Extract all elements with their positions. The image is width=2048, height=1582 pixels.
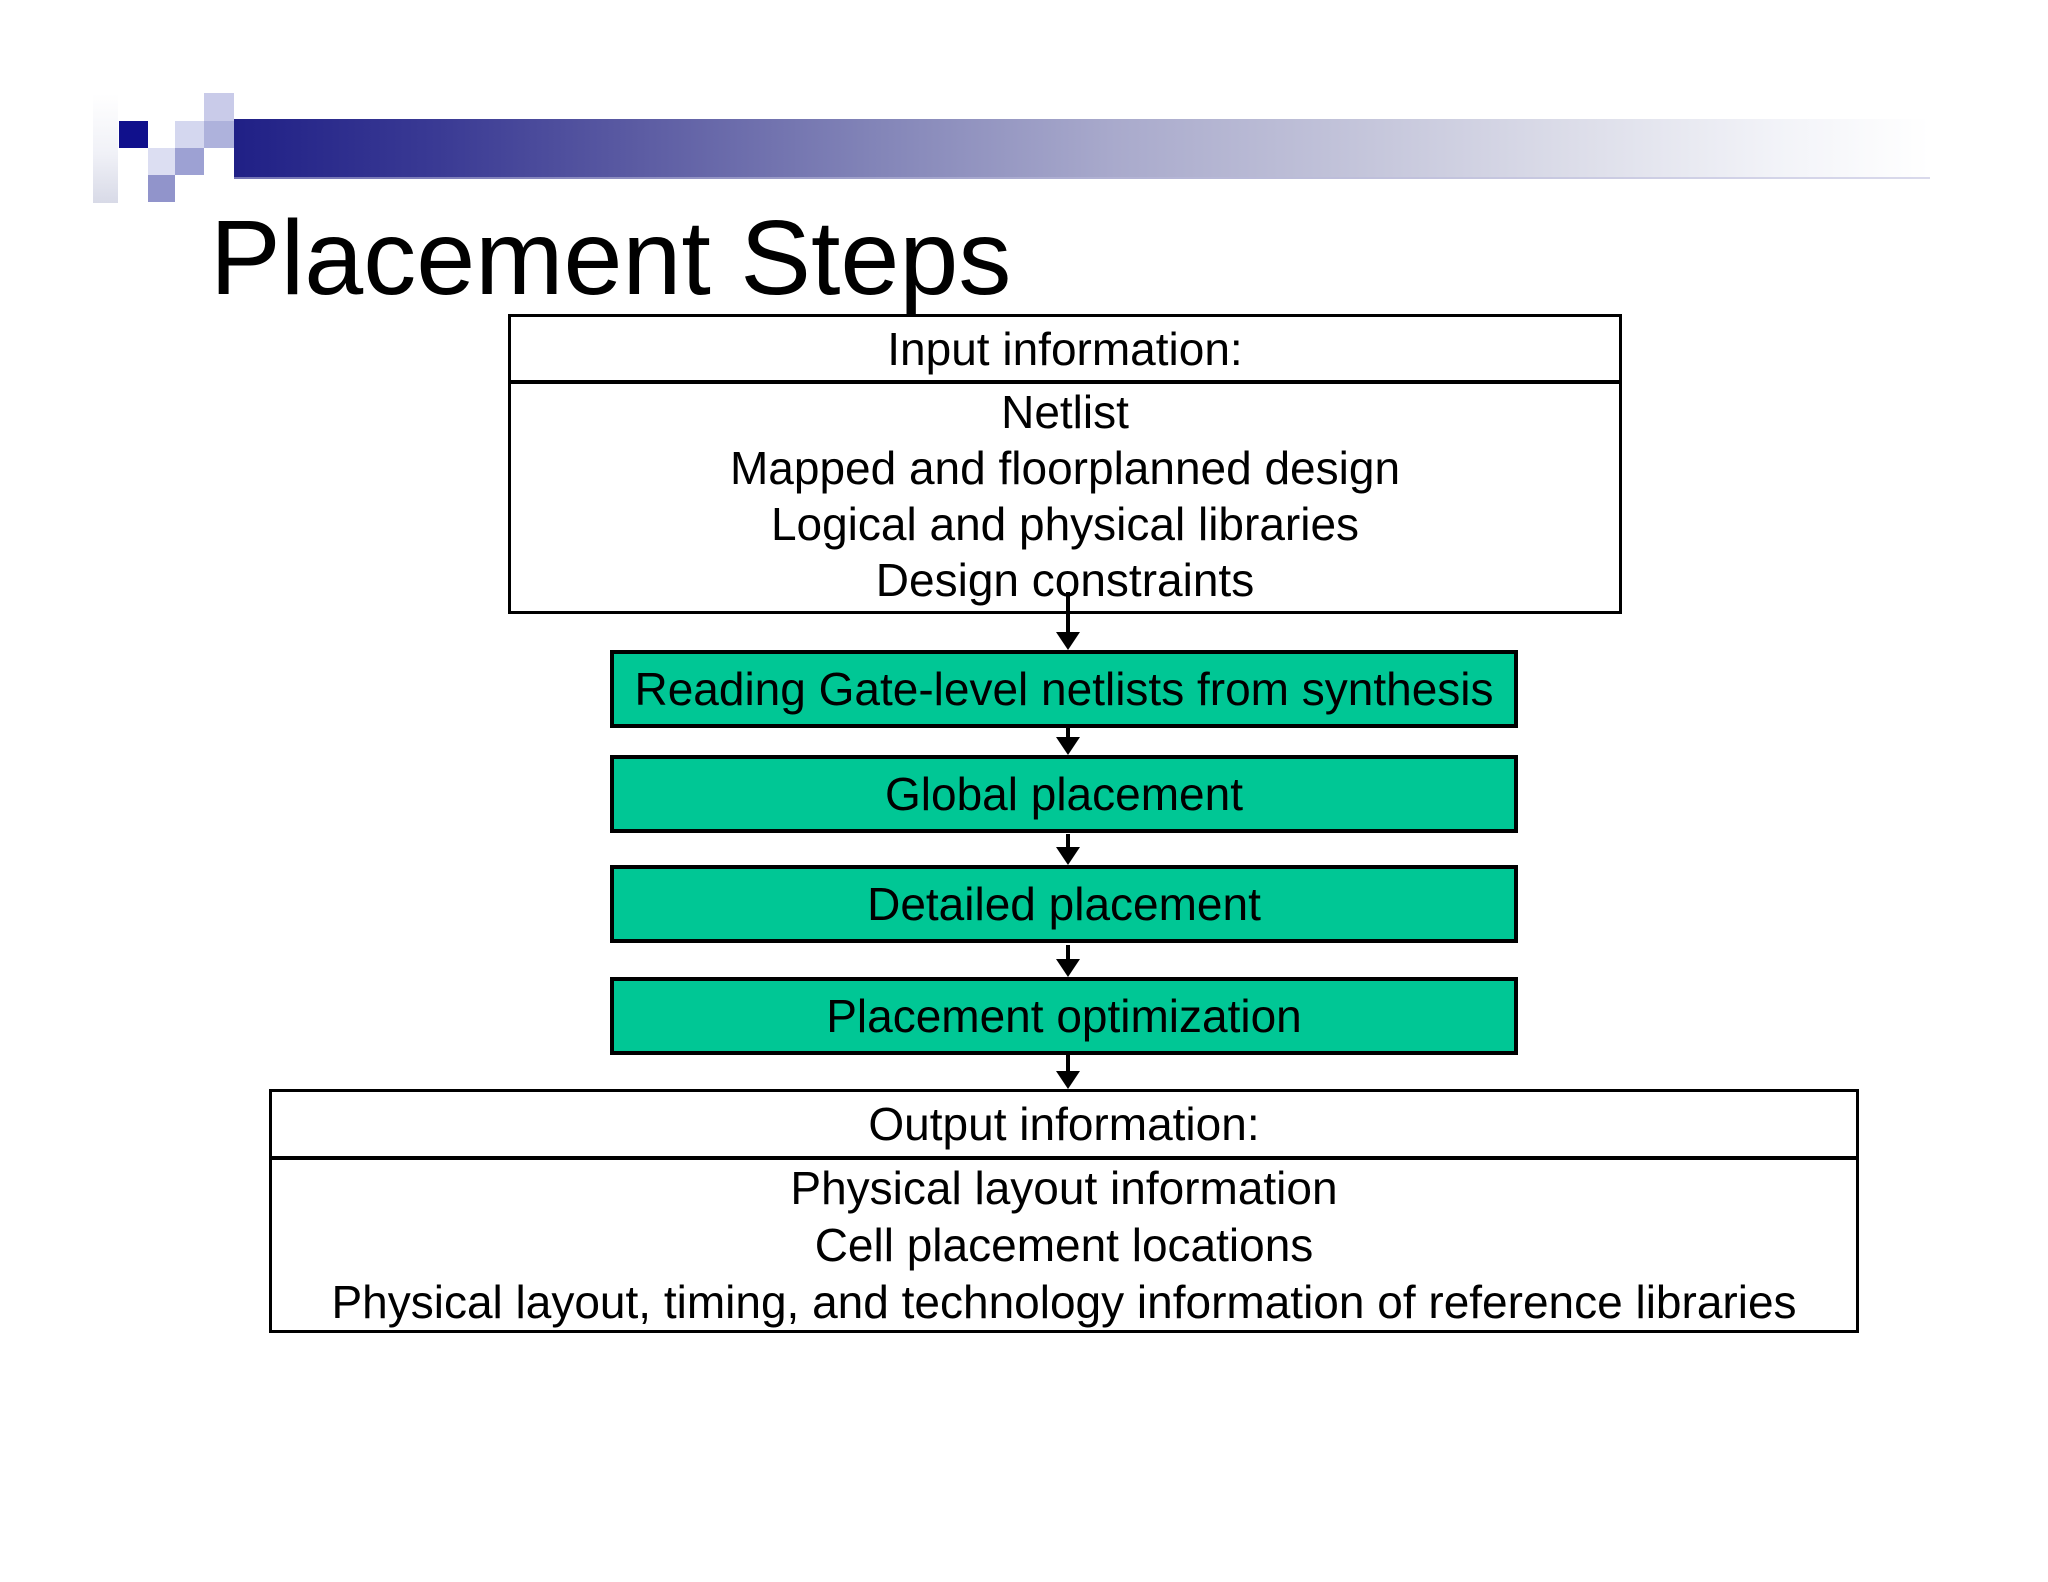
arrow-stem [1066, 727, 1070, 737]
deco-pixel-square [175, 148, 204, 175]
output-info-line: Physical layout information [790, 1162, 1338, 1214]
deco-gradient-bar [234, 119, 1930, 179]
output-info-line: Physical layout, timing, and technology … [331, 1276, 1797, 1328]
deco-pixel-square-navy [119, 121, 148, 148]
arrow-head-icon [1056, 847, 1080, 865]
arrow-stem [1066, 1053, 1070, 1071]
input-info-line: Mapped and floorplanned design [729, 442, 1401, 494]
arrow-stem [1066, 834, 1070, 847]
arrow-head-icon [1056, 737, 1080, 755]
input-info-line: Design constraints [875, 554, 1255, 606]
arrow-stem [1066, 592, 1070, 632]
arrow-head-icon [1056, 1071, 1080, 1089]
step-box-global-placement: Global placement [610, 755, 1518, 833]
step-box-placement-optimization: Placement optimization [610, 977, 1518, 1055]
arrow-head-icon [1056, 632, 1080, 650]
flow-arrow-step4-to-output [1056, 1053, 1080, 1089]
output-info-header: Output information: [272, 1092, 1856, 1160]
output-info-box: Output information: Physical layout info… [269, 1089, 1859, 1333]
step-box-reading-netlists: Reading Gate-level netlists from synthes… [610, 650, 1518, 728]
arrow-stem [1066, 945, 1070, 959]
input-info-box: Input information: Netlist Mapped and fl… [508, 314, 1622, 614]
input-info-line: Netlist [1001, 386, 1129, 438]
output-info-line: Cell placement locations [814, 1219, 1314, 1271]
flow-arrow-step2-to-step3 [1056, 834, 1080, 865]
input-info-body: Netlist Mapped and floorplanned design L… [511, 384, 1619, 608]
output-info-body: Physical layout information Cell placeme… [272, 1160, 1856, 1331]
deco-pixel-square [148, 148, 175, 175]
page-title: Placement Steps [210, 199, 1012, 317]
arrow-head-icon [1056, 959, 1080, 977]
flow-arrow-step3-to-step4 [1056, 945, 1080, 977]
deco-pixel-square [204, 121, 234, 148]
step-box-detailed-placement: Detailed placement [610, 865, 1518, 943]
deco-pixel-square [175, 121, 204, 148]
input-info-line: Logical and physical libraries [770, 498, 1360, 550]
deco-pixel-column [93, 94, 118, 203]
deco-pixel-square [204, 93, 234, 121]
flow-arrow-input-to-step1 [1056, 592, 1080, 650]
deco-pixel-square [148, 175, 175, 202]
flow-arrow-step1-to-step2 [1056, 727, 1080, 755]
input-info-header: Input information: [511, 317, 1619, 384]
